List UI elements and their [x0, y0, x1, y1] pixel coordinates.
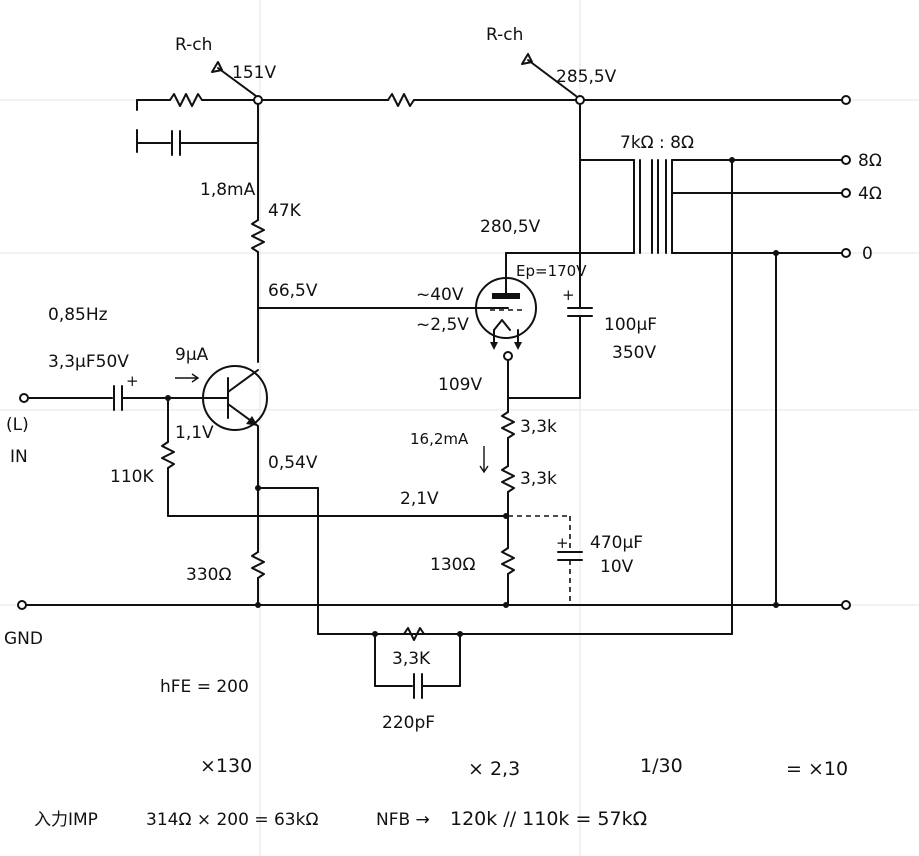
label-gain-2: × 2,3: [468, 758, 520, 780]
label-1-1v: 1,1V: [175, 423, 214, 443]
label-gain-3: 1/30: [640, 755, 683, 777]
label-470v: 10V: [600, 557, 634, 577]
label-9ua: 9μA: [175, 345, 209, 365]
label-plus-in: +: [126, 372, 139, 390]
cathode-chain: [501, 411, 583, 606]
label-imp-result: 120k // 110k = 57kΩ: [450, 808, 647, 830]
label-cap-in: 3,3μF50V: [48, 352, 129, 372]
label-220pf: 220pF: [382, 713, 435, 733]
base-current-arrow: [175, 373, 200, 383]
label-ep: Ep=170V: [516, 262, 587, 280]
label-16-2ma: 16,2mA: [410, 430, 469, 448]
label-1-8ma: 1,8mA: [200, 180, 256, 200]
label-rch-left: R-ch: [175, 35, 212, 55]
label-fb-3-3k: 3,3K: [392, 649, 431, 669]
label-280-5v: 280,5V: [480, 217, 541, 237]
label-350v: 350V: [612, 343, 656, 363]
rch-arrow-left: [211, 61, 257, 97]
ground-rail: [17, 600, 851, 610]
label-plus-100: +: [562, 286, 575, 304]
label-tap-4: 4Ω: [858, 184, 882, 204]
label-47k: 47K: [268, 201, 302, 221]
label-470uf: 470μF: [590, 533, 643, 553]
label-imp: 入力IMP: [34, 810, 98, 830]
npn-transistor: [167, 365, 268, 489]
label-in-l: (L): [6, 415, 29, 435]
triode-tube: [475, 252, 537, 413]
label-110k: 110K: [110, 467, 154, 487]
label-100uf: 100μF: [604, 315, 657, 335]
label-freq: 0,85Hz: [48, 305, 108, 325]
cathode-current-arrow: [479, 446, 489, 474]
label-151v: 151V: [232, 63, 276, 83]
label-109v: 109V: [438, 375, 482, 395]
label-gnd: GND: [4, 629, 43, 649]
emitter-branch: [251, 485, 319, 635]
label-hfe: hFE = 200: [160, 677, 249, 697]
label-in: IN: [10, 447, 28, 467]
label-ot-ratio: 7kΩ : 8Ω: [620, 133, 694, 153]
label-3-3k-b: 3,3k: [520, 469, 557, 489]
label-2-1v: 2,1V: [400, 489, 439, 509]
label-3-3k-a: 3,3k: [520, 417, 557, 437]
label-rch-right: R-ch: [486, 25, 523, 45]
plate-supply: [505, 103, 635, 399]
rch-arrow-right: [521, 53, 577, 97]
input-section: [19, 385, 507, 517]
supply-rail: [136, 93, 851, 156]
collector-branch: [251, 103, 509, 363]
label-nfb: NFB →: [376, 810, 430, 830]
label-285v: 285,5V: [556, 67, 617, 87]
label-tap-8: 8Ω: [858, 151, 882, 171]
label-gain-4: = ×10: [786, 758, 848, 780]
label-66-5v: 66,5V: [268, 281, 318, 301]
label-tap-0: 0: [862, 244, 873, 264]
label-imp-formula: 314Ω × 200 = 63kΩ: [146, 810, 318, 830]
label-plus-470: +: [556, 534, 569, 552]
label-0-54v: 0,54V: [268, 453, 318, 473]
output-transformer: [633, 155, 851, 606]
label-vg25: ~2,5V: [416, 315, 469, 335]
label-130r: 130Ω: [430, 555, 475, 575]
label-vg40: ~40V: [416, 285, 464, 305]
label-330r: 330Ω: [186, 565, 231, 585]
feedback-network: [317, 159, 733, 699]
label-gain-1: ×130: [200, 755, 252, 777]
